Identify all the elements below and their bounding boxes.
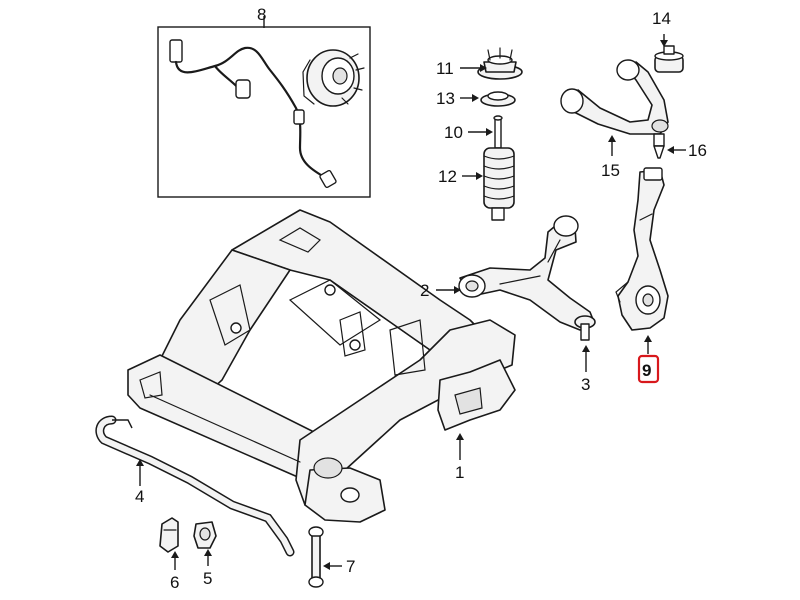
shock-absorber — [493, 115, 503, 149]
callout-8: 8 — [257, 5, 266, 24]
leader-lines — [136, 16, 686, 570]
callout-3: 3 — [581, 375, 590, 394]
callout-12: 12 — [438, 167, 457, 186]
callout-9: 9 — [642, 361, 651, 380]
callout-6: 6 — [170, 573, 179, 592]
upper-ball-joint — [653, 133, 665, 159]
callout-5: 5 — [203, 569, 212, 588]
highlight-box — [637, 354, 660, 384]
callout-16: 16 — [688, 141, 707, 160]
callout-1: 1 — [455, 463, 464, 482]
coil-spring — [483, 147, 515, 221]
subframe — [127, 209, 516, 523]
bushing — [654, 45, 684, 73]
stabilizer-bar — [95, 415, 295, 557]
callout-15: 15 — [601, 161, 620, 180]
callout-13: 13 — [436, 89, 455, 108]
callout-labels: 8 11 13 10 12 2 3 14 15 16 1 4 6 5 7 9 — [135, 5, 707, 592]
callout-10: 10 — [444, 123, 463, 142]
lower-control-arm — [458, 215, 595, 331]
stabilizer-bracket — [159, 517, 179, 553]
inset-box-hub-and-sensor — [157, 26, 371, 198]
stabilizer-link — [308, 526, 324, 588]
callout-4: 4 — [135, 487, 144, 506]
stabilizer-bushing — [193, 521, 217, 549]
spring-seat — [480, 91, 516, 107]
callout-7: 7 — [346, 557, 355, 576]
callout-11: 11 — [436, 59, 454, 78]
steering-knuckle — [615, 167, 669, 331]
upper-control-arm — [560, 59, 669, 135]
callout-2: 2 — [420, 281, 429, 300]
highlighted-callout-9[interactable]: 9 — [637, 354, 660, 384]
strut-mount — [477, 47, 523, 80]
callout-14: 14 — [652, 9, 671, 28]
ball-joint — [574, 315, 596, 341]
